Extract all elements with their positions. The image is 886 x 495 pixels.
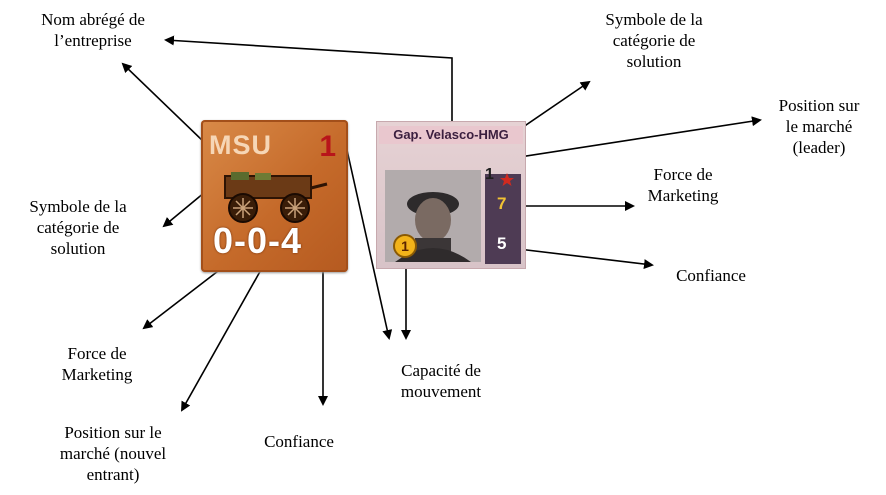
leader-movement-value: 1 bbox=[393, 234, 417, 258]
arrow-position-new bbox=[181, 267, 263, 412]
arrow-trust-right bbox=[509, 247, 654, 270]
label-trust-left: Confiance bbox=[264, 432, 334, 451]
company-counter: MSU 1 0-0-4 bbox=[201, 120, 348, 272]
label-company-abbr: Nom abrégé de l’entreprise bbox=[41, 10, 145, 50]
leader-name-banner: Gap. Velasco-HMG bbox=[379, 126, 523, 144]
label-trust-right: Confiance bbox=[676, 266, 746, 285]
leader-counter: Gap. Velasco-HMG 1 7 5 1 bbox=[377, 122, 525, 268]
label-position-new: Position sur le marché (nouvel entrant) bbox=[59, 423, 167, 484]
arrow-movement-left bbox=[346, 149, 393, 340]
leader-portrait bbox=[385, 170, 481, 262]
arrow-position-leader bbox=[499, 116, 762, 161]
company-abbr-text: MSU bbox=[209, 130, 272, 160]
wagon-icon bbox=[224, 172, 328, 223]
label-marketing-right: Force de Marketing bbox=[647, 165, 719, 205]
label-marketing-left: Force de Marketing bbox=[61, 344, 133, 384]
arrow-company-abbr bbox=[121, 62, 206, 144]
leader-trust-value: 5 bbox=[497, 234, 507, 253]
label-position-leader: Position sur le marché (leader) bbox=[778, 96, 860, 157]
arrow-company-abbr-right bbox=[164, 35, 453, 126]
label-solution-symbol-left: Symbole de la catégorie de solution bbox=[29, 197, 127, 258]
leader-marketing-value: 7 bbox=[497, 194, 507, 213]
company-movement-value: 1 bbox=[319, 130, 336, 163]
label-movement: Capacité de mouvement bbox=[400, 361, 482, 401]
star-icon bbox=[500, 173, 514, 186]
label-solution-symbol-right: Symbole de la catégorie de solution bbox=[605, 10, 703, 71]
leader-position-value: 1 bbox=[485, 166, 494, 183]
company-stats-text: 0-0-4 bbox=[213, 220, 303, 261]
leader-stat-bar bbox=[485, 174, 521, 264]
arrow-marketing-left bbox=[142, 267, 223, 330]
